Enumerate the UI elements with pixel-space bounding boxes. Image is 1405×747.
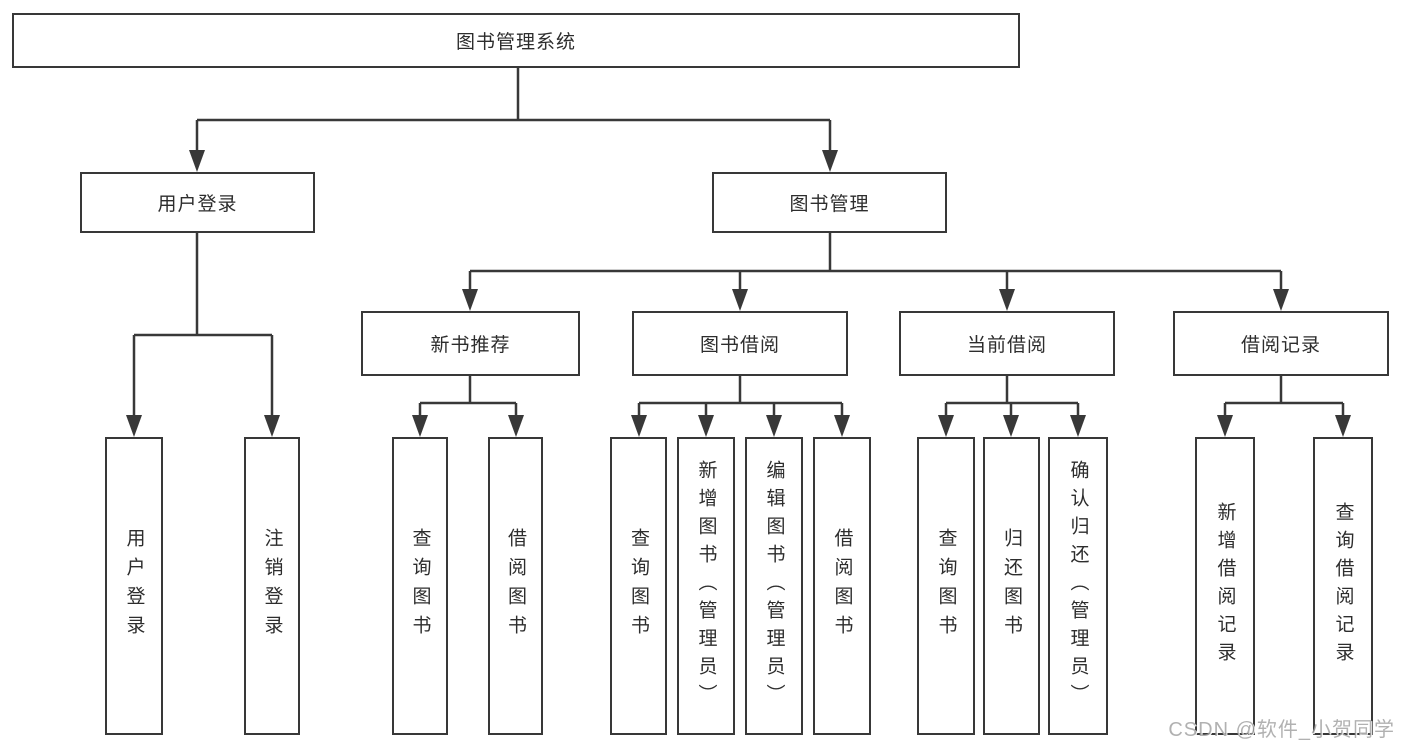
- leaf-confirm-return-admin: 确认归还（管理员）: [1048, 437, 1108, 735]
- leaf-borrow-book: 借阅图书: [813, 437, 871, 735]
- leaf-query-borrow-record: 查询借阅记录: [1313, 437, 1373, 735]
- node-book-borrow: 图书借阅: [632, 311, 848, 376]
- node-current-borrow: 当前借阅: [899, 311, 1115, 376]
- node-user-login: 用户登录: [80, 172, 315, 233]
- leaf-logout: 注销登录: [244, 437, 300, 735]
- node-book-management: 图书管理: [712, 172, 947, 233]
- leaf-add-book-admin: 新增图书（管理员）: [677, 437, 735, 735]
- leaf-query-book-recommend: 查询图书: [392, 437, 448, 735]
- node-library-management-system: 图书管理系统: [12, 13, 1020, 68]
- leaf-user-login: 用户登录: [105, 437, 163, 735]
- leaf-add-borrow-record: 新增借阅记录: [1195, 437, 1255, 735]
- leaf-query-book-current: 查询图书: [917, 437, 975, 735]
- csdn-watermark: CSDN @软件_小贺同学: [1168, 719, 1395, 741]
- leaf-query-book-borrow: 查询图书: [610, 437, 667, 735]
- leaf-return-book: 归还图书: [983, 437, 1040, 735]
- node-new-book-recommend: 新书推荐: [361, 311, 580, 376]
- node-borrow-records: 借阅记录: [1173, 311, 1389, 376]
- leaf-borrow-book-recommend: 借阅图书: [488, 437, 543, 735]
- leaf-edit-book-admin: 编辑图书（管理员）: [745, 437, 803, 735]
